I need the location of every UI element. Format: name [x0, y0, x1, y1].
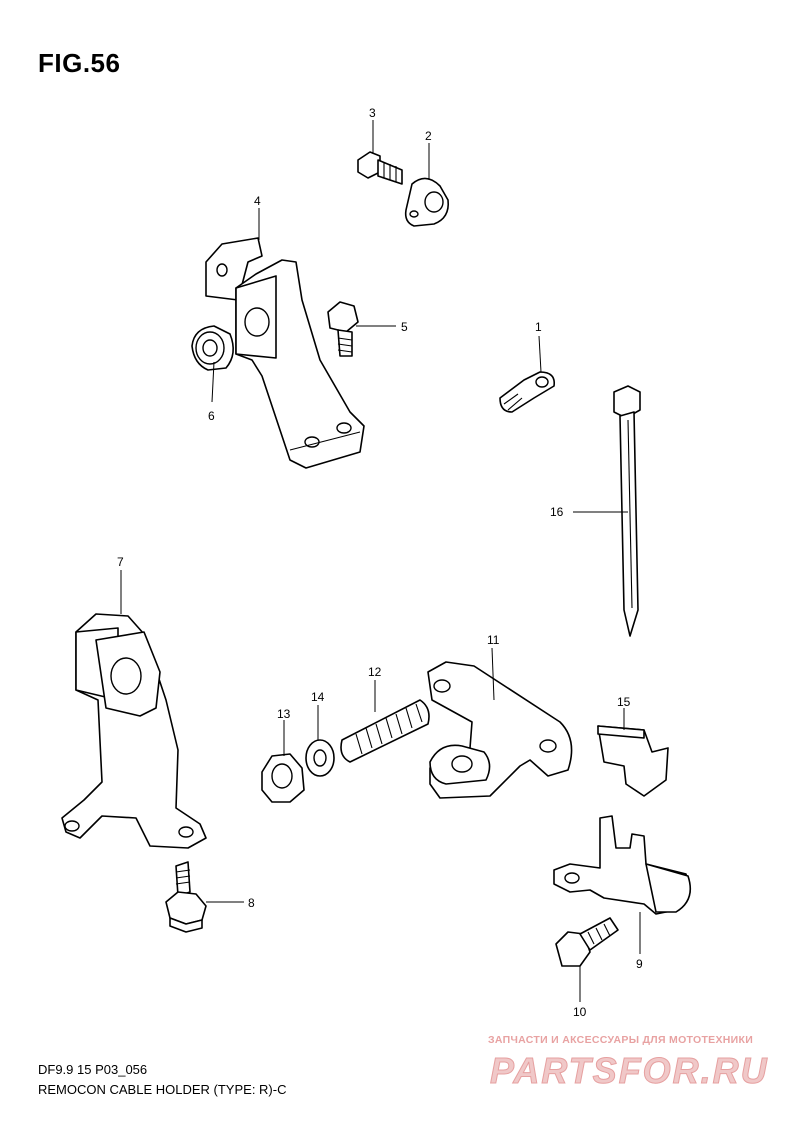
part-10-bolt: [555, 917, 619, 967]
callout-9: 9: [636, 957, 643, 971]
part-2-clamp: [404, 177, 450, 227]
part-12-stud: [340, 699, 430, 763]
callout-14: 14: [311, 690, 325, 704]
leader-lines: [120, 120, 641, 1002]
part-14-washer: [305, 739, 335, 777]
callout-8: 8: [248, 896, 255, 910]
part-1-terminal: [499, 371, 556, 413]
callout-3: 3: [369, 106, 376, 120]
part-4-bracket: [205, 237, 365, 469]
callout-15: 15: [617, 695, 631, 709]
callout-labels: 1 2 3 4 5 6 7 8 9 10 11 12 13 14 15 16: [117, 106, 643, 1019]
part-9-holder: [553, 815, 692, 915]
part-8-bolt: [165, 861, 207, 933]
watermark-logo: PARTSFOR.RU: [490, 1050, 769, 1092]
callout-6: 6: [208, 409, 215, 423]
callout-16: 16: [550, 505, 564, 519]
watermark-tagline: ЗАПЧАСТИ И АКСЕССУАРЫ ДЛЯ МОТОТЕХНИКИ: [488, 1034, 754, 1046]
part-5-bolt: [327, 301, 359, 357]
callout-10: 10: [573, 1005, 587, 1019]
figure-caption: REMOCON CABLE HOLDER (TYPE: R)-C: [38, 1082, 287, 1097]
callout-5: 5: [401, 320, 408, 334]
part-13-nut: [261, 753, 305, 803]
part-16-cable-tie: [613, 385, 641, 637]
callout-1: 1: [535, 320, 542, 334]
callout-4: 4: [254, 194, 261, 208]
part-3-bolt: [357, 151, 403, 185]
part-15-clip: [597, 725, 669, 797]
callout-7: 7: [117, 555, 124, 569]
callout-13: 13: [277, 707, 291, 721]
callout-11: 11: [487, 633, 500, 647]
part-6-grommet: [191, 325, 234, 371]
figure-code: DF9.9 15 P03_056: [38, 1062, 148, 1077]
callout-2: 2: [425, 129, 432, 143]
figure-title: FIG.56: [38, 48, 121, 78]
part-11-plate: [427, 661, 573, 799]
part-7-bracket: [61, 613, 207, 849]
callout-12: 12: [368, 665, 382, 679]
